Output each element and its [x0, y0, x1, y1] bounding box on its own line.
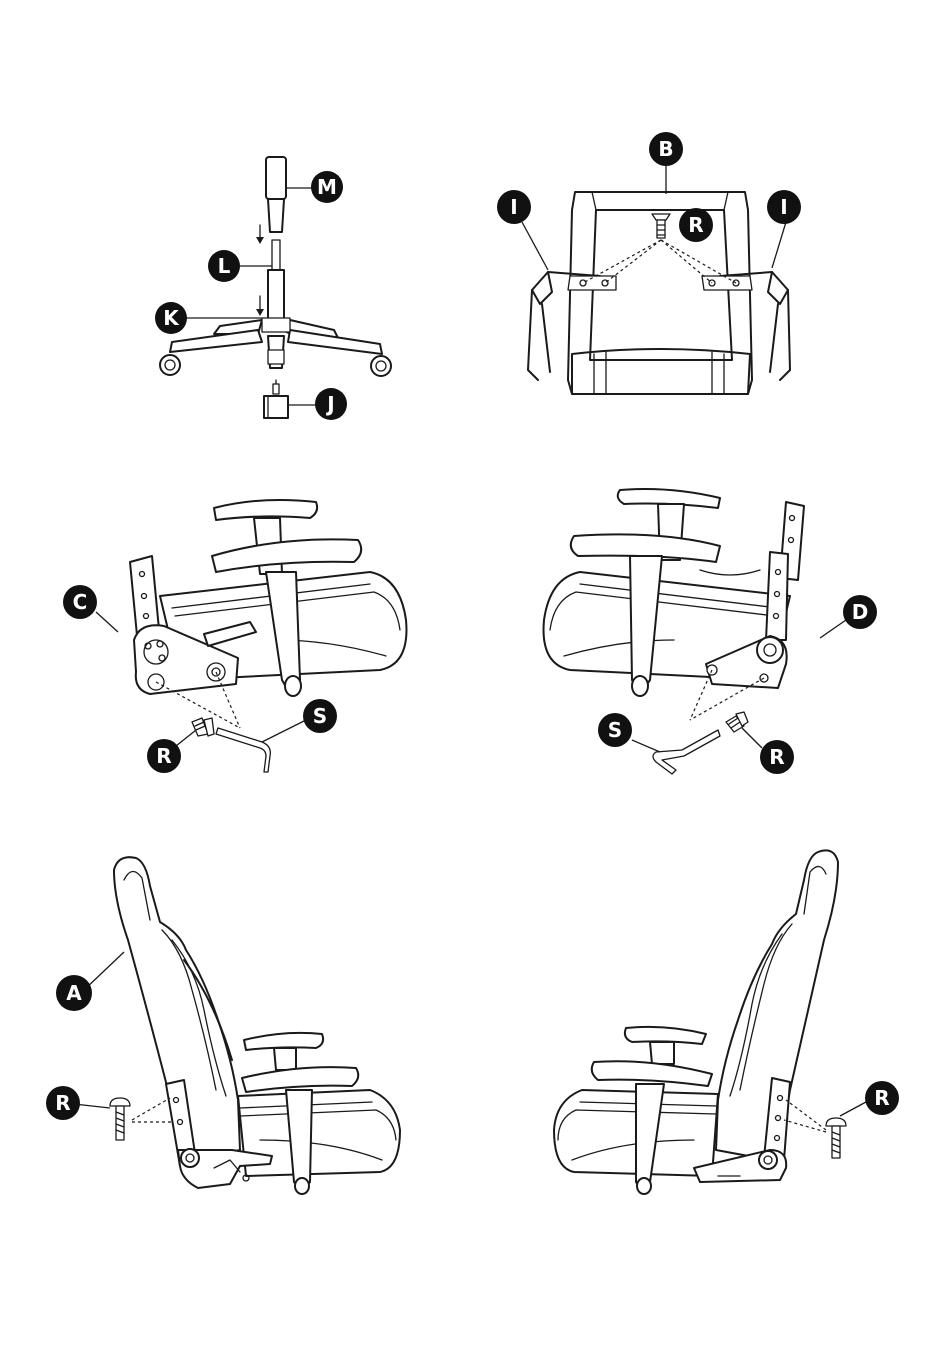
gas-lift-cover-part — [266, 157, 286, 232]
right-backrest-figure — [554, 850, 866, 1194]
svg-text:B: B — [658, 137, 673, 161]
svg-text:R: R — [769, 745, 784, 769]
screw-part — [652, 214, 670, 238]
part-label-R-bottom-left: R — [46, 1086, 80, 1120]
part-label-L: L — [208, 250, 240, 282]
part-label-I-right: I — [767, 190, 801, 224]
base-assembly-figure — [160, 157, 391, 418]
part-label-K: K — [155, 302, 187, 334]
screw-part — [110, 1098, 130, 1140]
svg-text:I: I — [510, 195, 517, 219]
allen-key-part — [653, 730, 720, 774]
screw-part — [192, 718, 214, 736]
svg-text:R: R — [688, 213, 703, 237]
part-label-A: A — [56, 975, 92, 1011]
part-label-S-right: S — [598, 713, 632, 747]
left-backrest-figure — [74, 857, 400, 1194]
part-label-R-mid-right: R — [760, 740, 794, 774]
svg-text:J: J — [325, 392, 334, 416]
svg-text:K: K — [163, 306, 180, 330]
svg-text:S: S — [608, 718, 622, 742]
svg-text:C: C — [73, 590, 88, 614]
svg-text:R: R — [156, 744, 171, 768]
part-label-M: M — [311, 171, 343, 203]
caster-wheel-part — [264, 384, 288, 418]
part-label-R-bottom-right: R — [865, 1081, 899, 1115]
part-label-I-left: I — [497, 190, 531, 224]
down-arrow-icon — [256, 225, 264, 244]
part-label-D: D — [843, 595, 877, 629]
screw-part — [726, 712, 748, 732]
part-label-R-top: R — [679, 208, 713, 242]
svg-text:S: S — [313, 704, 327, 728]
right-side-mechanism-figure — [544, 489, 846, 774]
svg-text:I: I — [780, 195, 787, 219]
allen-key-part — [216, 728, 270, 772]
part-label-B: B — [649, 132, 683, 166]
svg-text:R: R — [55, 1091, 70, 1115]
part-label-R-mid-left: R — [147, 739, 181, 773]
svg-text:L: L — [218, 254, 231, 278]
svg-text:A: A — [66, 981, 82, 1005]
svg-text:D: D — [852, 600, 869, 624]
star-base-part — [160, 318, 391, 376]
part-label-J: J — [315, 388, 347, 420]
part-label-S-left: S — [303, 699, 337, 733]
part-label-C: C — [63, 585, 97, 619]
svg-text:M: M — [317, 175, 337, 199]
svg-text:R: R — [874, 1086, 889, 1110]
down-arrow-icon — [256, 296, 264, 316]
gas-lift-part — [268, 240, 284, 320]
screw-part — [826, 1118, 846, 1158]
left-side-mechanism-figure — [96, 500, 406, 772]
armrest-seat-figure — [522, 166, 790, 394]
